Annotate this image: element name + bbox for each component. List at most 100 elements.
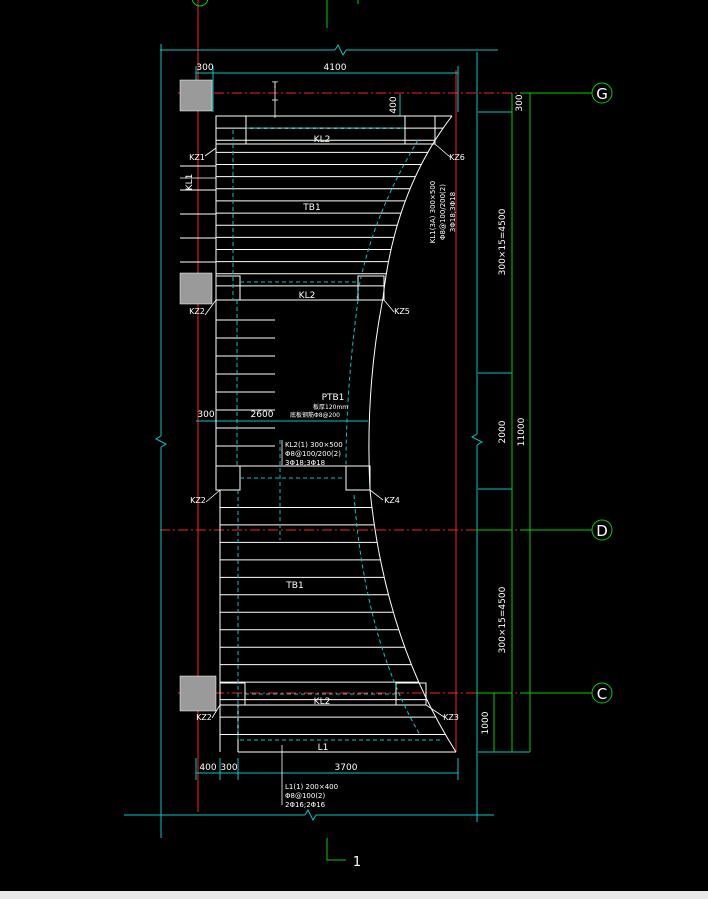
kz4-leader	[369, 489, 384, 501]
kl2-top-label: KL2	[314, 135, 331, 145]
kz2-upper-label: KZ2	[189, 307, 205, 316]
kl2-bottom-left-block	[219, 682, 246, 706]
kz2-lower-leader	[211, 704, 221, 719]
axis-1-label: 1	[353, 855, 361, 870]
kz3-label: KZ3	[443, 713, 459, 722]
upper-flight-treads	[216, 127, 444, 287]
status-bar	[0, 891, 708, 899]
kz2-mid-label: KZ2	[190, 496, 206, 505]
kl2-top-left-block	[215, 115, 247, 145]
center-lines	[160, 0, 590, 812]
axis-1-leader	[326, 838, 346, 861]
landing-curved-edge	[368, 297, 384, 491]
kl1-label: KL1	[185, 174, 195, 191]
ptb1-spec-line-1: 板厚120mm	[313, 403, 348, 411]
kl2-mid-label: KL2	[299, 291, 316, 301]
kl2-lower-left-block	[215, 465, 241, 491]
right-dim-landing: 2000	[498, 420, 508, 443]
kz6-label: KZ6	[449, 153, 465, 162]
top-dim-gap: 400	[389, 96, 399, 113]
right-dim-lower-flight: 300×15=4500	[498, 586, 508, 653]
kz5-label: KZ5	[394, 307, 410, 316]
axis-bubble-c[interactable]: C	[591, 682, 613, 704]
kl1-spec-line-2: Φ8@100/200(2)	[439, 184, 447, 240]
tb1-upper-label: TB1	[302, 203, 320, 213]
axis-g-bubble	[591, 82, 613, 104]
upper-curved-edge	[382, 115, 453, 299]
lower-curved-edge	[369, 489, 457, 753]
top-frame-break	[334, 43, 347, 57]
top-dim-offset: 300	[196, 63, 213, 73]
l1-spec-line-3: 2Φ16;2Φ16	[285, 801, 326, 809]
kl1-spec-line-3: 3Φ18;3Φ18	[449, 192, 457, 232]
l1-label: L1	[318, 743, 329, 753]
right-dim-upper-flight: 300×15=4500	[498, 208, 508, 275]
kz2-upper-leader	[204, 299, 217, 316]
kz3-leader	[425, 704, 445, 718]
bottom-dim-span: 3700	[335, 763, 358, 773]
right-frame-break	[470, 433, 484, 446]
axis-bubble-d[interactable]: D	[591, 519, 613, 541]
axis-c-bubble	[591, 682, 613, 704]
upper-inner-curve-dash	[356, 139, 419, 299]
kz5-leader	[383, 299, 395, 313]
tb1-lower-label: TB1	[285, 581, 303, 591]
axis-bubble-g[interactable]: G	[591, 82, 613, 104]
column-kz2-upper	[179, 272, 213, 305]
kz1-leader	[204, 147, 217, 157]
bottom-dim-edge: 400	[199, 763, 216, 773]
kl2-top-right-block	[404, 115, 436, 145]
right-dimension-lines	[476, 93, 531, 752]
axis-bubble-top-left	[191, 0, 209, 7]
t-mark-label: T	[271, 81, 278, 91]
kz1-label: KZ1	[189, 153, 205, 162]
lower-inner-curve-dash	[353, 494, 421, 736]
column-kz1	[179, 79, 213, 112]
bottom-dim-offset: 300	[220, 763, 237, 773]
axis-g-label: G	[596, 85, 608, 103]
bottom-frame-break	[304, 808, 317, 822]
kz2-lower-label: KZ2	[196, 713, 212, 722]
leader-lines	[180, 86, 451, 805]
ptb1-spec-line-2: 底板钢筋Φ8@200	[290, 411, 340, 419]
kl2-bottom-label: KL2	[314, 697, 331, 707]
kl2-spec-block: KL2(1) 300×500 Φ8@100/200(2) 3Φ18;3Φ18	[285, 441, 343, 467]
axis-c-label: C	[597, 685, 607, 703]
column-kz2-lower	[179, 675, 217, 712]
column-labels: KZ1 KZ2 KZ2 KZ2 KZ3 KZ4 KZ5 KZ6	[189, 153, 465, 722]
landing-inner-curve-dash	[345, 299, 359, 467]
axis-d-label: D	[596, 522, 608, 540]
stair-outline	[215, 115, 457, 753]
ptb1-spec-block: 板厚120mm 底板钢筋Φ8@200	[290, 403, 348, 419]
mid-dim-offset: 300	[197, 410, 214, 420]
kz2-mid-leader	[205, 489, 221, 503]
grid-axes	[191, 0, 592, 861]
kl2-bottom-right-block	[395, 682, 427, 706]
kl2-spec-line-1: KL2(1) 300×500	[285, 441, 343, 449]
member-labels: KL2 KL2 KL2 L1 TB1 TB1 PTB1 KL1 T	[185, 81, 344, 753]
mid-dim-span: 2600	[251, 410, 274, 420]
columns	[179, 79, 217, 712]
right-dim-total: 11000	[517, 417, 527, 446]
right-dim-top-gap: 300	[515, 94, 525, 111]
kl2-mid-right-block	[357, 275, 385, 301]
ptb1-label: PTB1	[322, 393, 345, 403]
left-frame-break	[154, 435, 168, 448]
outer-frame	[124, 43, 530, 838]
l1-spec-line-2: Φ8@100(2)	[285, 792, 326, 800]
kz4-label: KZ4	[384, 496, 400, 505]
kl2-spec-line-3: 3Φ18;3Φ18	[285, 459, 325, 467]
kl2-lower-right-block	[345, 465, 371, 491]
short-tread-marks	[180, 165, 275, 447]
axis-d-bubble	[591, 519, 613, 541]
right-dim-bottom-gap: 1000	[481, 711, 491, 734]
kl1-spec-block: KL1(3A) 300×500 Φ8@100/200(2) 3Φ18;3Φ18	[429, 181, 457, 243]
inner-dashed-lines	[232, 127, 440, 741]
l1-spec-block: L1(1) 200×400 Φ8@100(2) 2Φ16;2Φ16	[285, 783, 338, 809]
kz6-leader	[434, 143, 451, 158]
kl2-mid-left-block	[215, 275, 241, 301]
kl2-spec-line-2: Φ8@100/200(2)	[285, 450, 341, 458]
lower-flight-treads	[220, 506, 446, 736]
dimension-texts: 300 4100 400 300 300×15=4500 2000 300×15…	[196, 63, 527, 773]
